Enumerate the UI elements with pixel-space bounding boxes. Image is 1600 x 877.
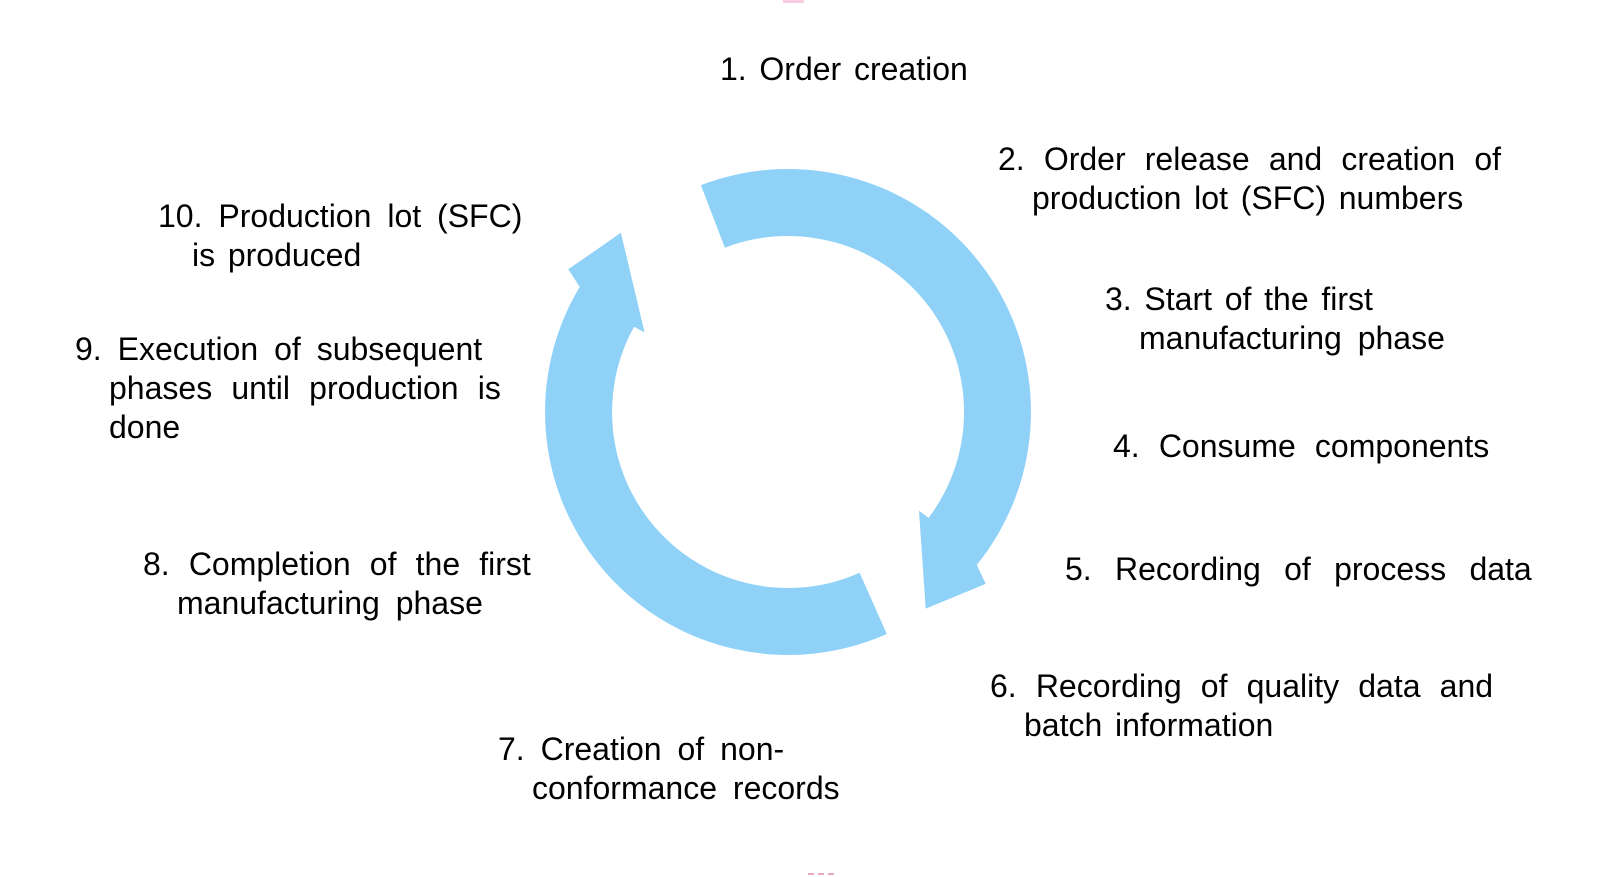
step-4-line-1: 4. Consume components [1113,428,1490,464]
step-label-5: 5. Recording of process data [1065,550,1532,589]
step-8-line-1: 8. Completion of the first [143,546,531,582]
step-10-line-2: is produced [192,237,362,273]
step-8-line-2: manufacturing phase [177,585,483,621]
step-3-line-1: 3. Start of the first [1105,281,1373,317]
step-label-6: 6. Recording of quality data and batch i… [990,667,1493,745]
step-7-line-1: 7. Creation of non- [498,731,785,767]
step-label-4: 4. Consume components [1113,427,1489,466]
cycle-arc-left-segment [545,232,887,655]
step-9-line-1: 9. Execution of subsequent [75,331,483,367]
step-2-line-2: production lot (SFC) numbers [1032,180,1464,216]
step-label-3: 3. Start of the first manufacturing phas… [1105,280,1445,358]
slide-edge-marker-bottom [808,873,834,875]
step-9-line-2: phases until production is [109,370,501,406]
step-7-line-2: conformance records [532,770,840,806]
step-6-line-1: 6. Recording of quality data and [990,668,1494,704]
step-label-10: 10. Production lot (SFC) is produced [158,197,522,275]
step-label-9: 9. Execution of subsequent phases until … [75,330,501,447]
step-5-line-1: 5. Recording of process data [1065,551,1532,587]
step-label-7: 7. Creation of non- conformance records [498,730,840,808]
step-10-line-1: 10. Production lot (SFC) [158,198,523,234]
slide-edge-marker-top [783,0,804,3]
step-3-line-2: manufacturing phase [1139,320,1445,356]
step-1-line-1: 1. Order creation [720,51,968,87]
cycle-arc-right-segment [700,168,1031,609]
step-6-line-2: batch information [1024,707,1274,743]
step-label-1: 1. Order creation [720,50,968,89]
step-2-line-1: 2. Order release and creation of [998,141,1502,177]
step-label-8: 8. Completion of the first manufacturing… [143,545,531,623]
step-9-line-3: done [109,409,181,445]
step-label-2: 2. Order release and creation of product… [998,140,1501,218]
